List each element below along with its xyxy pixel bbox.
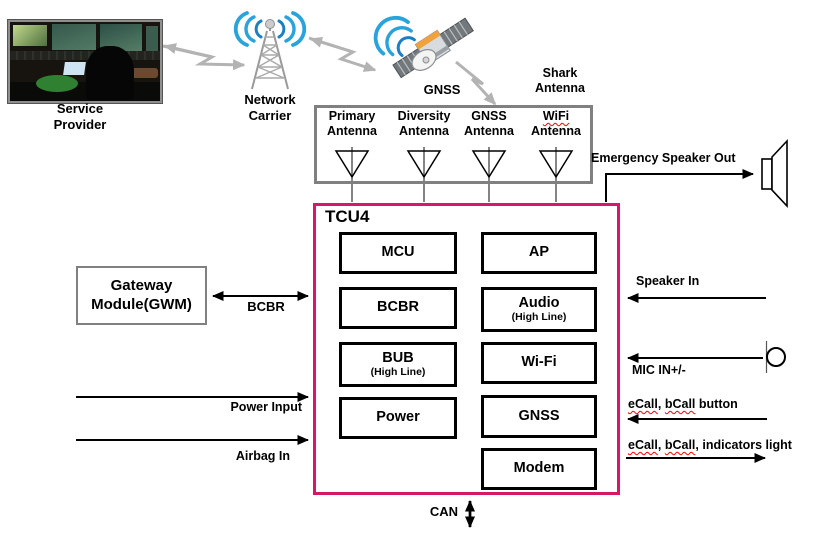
shark-antenna-caption: Shark Antenna [535,66,585,96]
photo-monitor [13,25,47,46]
cell-tower-icon [233,11,307,90]
photo-floor [10,82,160,101]
module-power: Power [339,397,457,439]
airbag-in-label: Airbag In [235,449,290,463]
speaker-icon [761,138,788,209]
photo-person-silhouette [86,46,134,100]
microphone-icon [765,341,786,373]
antenna-caption-gnss: GNSS Antenna [464,109,514,139]
tcu4-box [313,203,620,495]
power-input-label: Power Input [230,400,302,414]
gnss-satellite-caption: GNSS [423,82,461,97]
tcu4-title: TCU4 [325,207,370,226]
ecall-indicators-label: eCall, bCall, indicators light [628,438,792,452]
service-provider-photo [8,20,162,103]
antenna-caption-wifi: WiFi Antenna [531,109,581,139]
photo-console [10,51,160,60]
photo-monitor [146,26,158,52]
zigzag-link-icon [162,36,497,106]
module-mcu: MCU [339,232,457,274]
speaker-in-label: Speaker In [636,274,700,288]
antenna-caption-diversity: Diversity Antenna [397,109,451,139]
photo-laptop [63,62,86,75]
ecall-button-label: eCall, bCall button [628,397,738,411]
photo-monitor [52,24,96,50]
module-ap: AP [481,232,597,274]
bcbr-link-label: BCBR [247,299,285,314]
antenna-caption-primary: Primary Antenna [327,109,377,139]
antenna-icon [334,147,574,202]
emergency-speaker-out-label: Emergency Speaker Out [591,151,736,165]
photo-desk-items [126,68,158,78]
module-bub: BUB (High Line) [339,342,457,387]
module-modem: Modem [481,448,597,490]
gateway-module-box: Gateway Module(GWM) [76,266,207,325]
photo-desk-pad [36,75,78,92]
network-carrier-caption: Network Carrier [244,92,296,123]
module-wifi: Wi-Fi [481,342,597,384]
antenna-panel [314,105,593,184]
module-audio: Audio (High Line) [481,287,597,332]
module-gnss: GNSS [481,395,597,438]
service-provider-caption: Service Provider [53,101,107,132]
mic-in-label: MIC IN+/- [632,363,686,377]
satellite-icon [373,15,474,79]
can-label: CAN [429,504,458,519]
emergency-speaker-out-arrow [605,169,754,202]
module-bcbr: BCBR [339,287,457,329]
